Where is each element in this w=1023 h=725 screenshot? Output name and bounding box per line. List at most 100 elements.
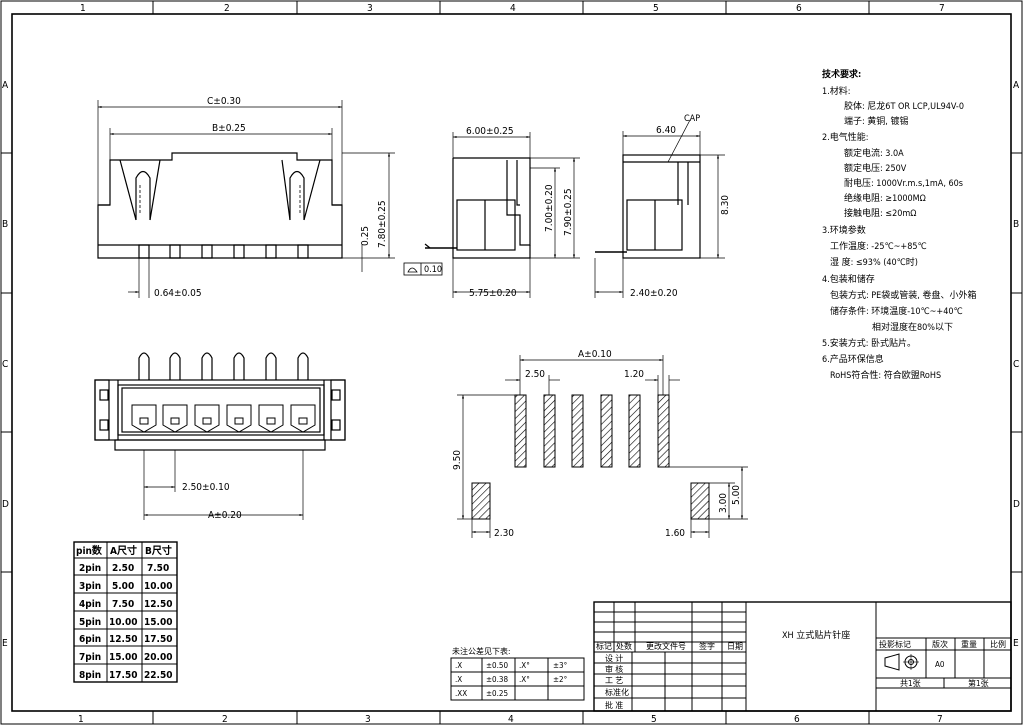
pin-table-cell: 7.50 bbox=[147, 563, 169, 574]
pin-table-cell: 8pin bbox=[79, 670, 101, 681]
col-label-top: 6 bbox=[796, 3, 802, 14]
top-view-cavities bbox=[131, 404, 316, 433]
dim-pcb-a: A±0.10 bbox=[578, 349, 612, 360]
spec-line: 6.产品环保信息 bbox=[822, 353, 884, 365]
row-label-right: C bbox=[1013, 359, 1019, 370]
dim-height-780: 7.80±0.25 bbox=[377, 200, 388, 248]
top-view-pins bbox=[138, 352, 309, 380]
spec-line: 接触电阻: ≤20mΩ bbox=[844, 207, 916, 219]
role-label: 工 艺 bbox=[605, 676, 623, 685]
col-label-top: 3 bbox=[367, 3, 373, 14]
dim-a-020: A±0.20 bbox=[208, 510, 242, 521]
rev-header: 更改文件号 bbox=[646, 641, 686, 651]
dim-pcb-300: 3.00 bbox=[718, 493, 729, 513]
rev-header: 标记 bbox=[596, 641, 612, 651]
pin-table-cell: 5pin bbox=[79, 617, 101, 628]
spec-line: 湿 度: ≤93% (40℃时) bbox=[830, 256, 918, 268]
pin-table-cell: 20.00 bbox=[144, 652, 172, 663]
col-label-bottom: 1 bbox=[78, 714, 84, 725]
dim-height-790: 7.90±0.25 bbox=[563, 188, 574, 236]
role-label: 设 计 bbox=[605, 653, 623, 663]
pcb-layout bbox=[457, 355, 748, 538]
specs-title: 技术要求: bbox=[822, 68, 861, 80]
pin-table-cell: 22.50 bbox=[144, 670, 172, 681]
pin-table-cell: 7.50 bbox=[112, 599, 134, 610]
pin-table-cell: 12.50 bbox=[109, 634, 137, 645]
dim-width-640: 6.40 bbox=[656, 125, 676, 136]
dim-pcb-250: 2.50 bbox=[525, 369, 545, 380]
tolerance-cell: .XX bbox=[455, 689, 467, 698]
pin-table-header: pin数 bbox=[76, 544, 103, 557]
tolerance-cell: ±3° bbox=[553, 661, 567, 670]
pin-dimension-table: pin数 A尺寸 B尺寸 2pin 2.50 7.50 3pin 5.00 10… bbox=[73, 541, 178, 683]
row-label-left: B bbox=[2, 219, 8, 230]
row-label-right: E bbox=[1013, 638, 1019, 649]
technical-requirements: 技术要求: 1.材料: 胶体: 尼龙6T OR LCP,UL94V-0 端子: … bbox=[822, 68, 976, 381]
pin-table-cell: 15.00 bbox=[144, 617, 172, 628]
top-view-dims: 2.50±0.10 A±0.20 bbox=[182, 482, 242, 521]
spec-line: 3.环境参数 bbox=[822, 224, 866, 236]
role-label: 批 准 bbox=[605, 700, 623, 710]
col-label-bottom: 4 bbox=[508, 714, 514, 725]
dim-pcb-500: 5.00 bbox=[731, 485, 742, 505]
tolerance-cell: .X bbox=[455, 661, 462, 670]
tolerance-cell: ±0.50 bbox=[486, 661, 508, 670]
spec-line: 储存条件: 环境温度-10℃~+40℃ bbox=[830, 305, 963, 317]
pin-table-cell: 5.00 bbox=[112, 581, 134, 592]
dim-pin-064: 0.64±0.05 bbox=[154, 288, 202, 299]
dim-pcb-120: 1.20 bbox=[624, 369, 644, 380]
rev-header: 日期 bbox=[727, 642, 743, 651]
col-label-top: 4 bbox=[510, 3, 516, 14]
tolerance-table: 未注公差见下表: .X ±0.50 .X° ±3° .X ±0.38 .X° ±… bbox=[450, 646, 585, 701]
tolerance-cell: ±0.25 bbox=[486, 689, 508, 698]
pin-table-cell: 2pin bbox=[79, 563, 101, 574]
tolerance-cell: ±0.38 bbox=[486, 675, 508, 684]
tolerance-cell: .X bbox=[455, 675, 462, 684]
pin-table-cell: 6pin bbox=[79, 634, 101, 645]
dim-height-025: 0.25 bbox=[360, 226, 371, 246]
dim-pcb-950: 9.50 bbox=[452, 450, 463, 470]
spec-line: 额定电流: 3.0A bbox=[844, 147, 904, 159]
pin-table-cell: 4pin bbox=[79, 599, 101, 610]
side-view-left bbox=[403, 132, 580, 298]
spec-line: 胶体: 尼龙6T OR LCP,UL94V-0 bbox=[844, 100, 964, 112]
pin-table-cell: 17.50 bbox=[109, 670, 137, 681]
spec-line: 5.安装方式: 卧式贴片。 bbox=[822, 337, 916, 349]
dim-cap-label: CAP bbox=[684, 114, 700, 124]
right-header: 重量 bbox=[961, 639, 977, 649]
pin-table-cell: 12.50 bbox=[144, 599, 172, 610]
frame-row-labels: A B C D E A B C D E bbox=[2, 80, 1020, 649]
tolerance-cell: .X° bbox=[519, 675, 530, 684]
tolerance-title: 未注公差见下表: bbox=[452, 646, 510, 656]
pin-table-cell: 17.50 bbox=[144, 634, 172, 645]
tolerance-cell: ±2° bbox=[553, 675, 567, 684]
dim-pcb-230: 2.30 bbox=[494, 528, 514, 539]
col-label-top: 5 bbox=[653, 3, 659, 14]
col-label-top: 7 bbox=[939, 3, 945, 14]
pin-table-cell: 10.00 bbox=[144, 581, 172, 592]
row-label-left: A bbox=[2, 80, 9, 91]
row-label-right: D bbox=[1013, 499, 1020, 510]
dim-width-575: 5.75±0.20 bbox=[469, 288, 517, 299]
col-label-bottom: 5 bbox=[651, 714, 657, 725]
title-block: 标记 处数 更改文件号 签字 日期 设 计 审 核 工 艺 标准化 批 准 投影… bbox=[593, 601, 1012, 712]
spec-line: 端子: 黄铜, 镀锡 bbox=[844, 115, 908, 127]
tolerance-cell: .X° bbox=[519, 661, 530, 670]
col-label-top: 1 bbox=[80, 3, 86, 14]
rev-header: 签字 bbox=[699, 641, 715, 651]
dim-height-830: 8.30 bbox=[720, 195, 731, 215]
sheet-number: 第1张 bbox=[968, 678, 989, 688]
spec-line: 包装方式: PE袋或管装, 卷盘、小外箱 bbox=[830, 289, 976, 301]
pin-table-cell: 3pin bbox=[79, 581, 101, 592]
spec-line: 4.包装和储存 bbox=[822, 273, 875, 285]
row-label-left: D bbox=[2, 499, 9, 510]
spec-line: 2.电气性能: bbox=[822, 131, 868, 143]
pcb-layout-dims: A±0.10 2.50 1.20 9.50 5.00 3.00 2.30 1.6… bbox=[452, 349, 742, 539]
dim-width-600: 6.00±0.25 bbox=[466, 126, 514, 137]
spec-line: 耐电压: 1000Vr.m.s,1mA, 60s bbox=[844, 177, 963, 189]
right-header: 比例 bbox=[990, 639, 1006, 649]
spec-line: 工作温度: -25℃~+85℃ bbox=[830, 240, 927, 252]
dim-width-240: 2.40±0.20 bbox=[630, 288, 678, 299]
